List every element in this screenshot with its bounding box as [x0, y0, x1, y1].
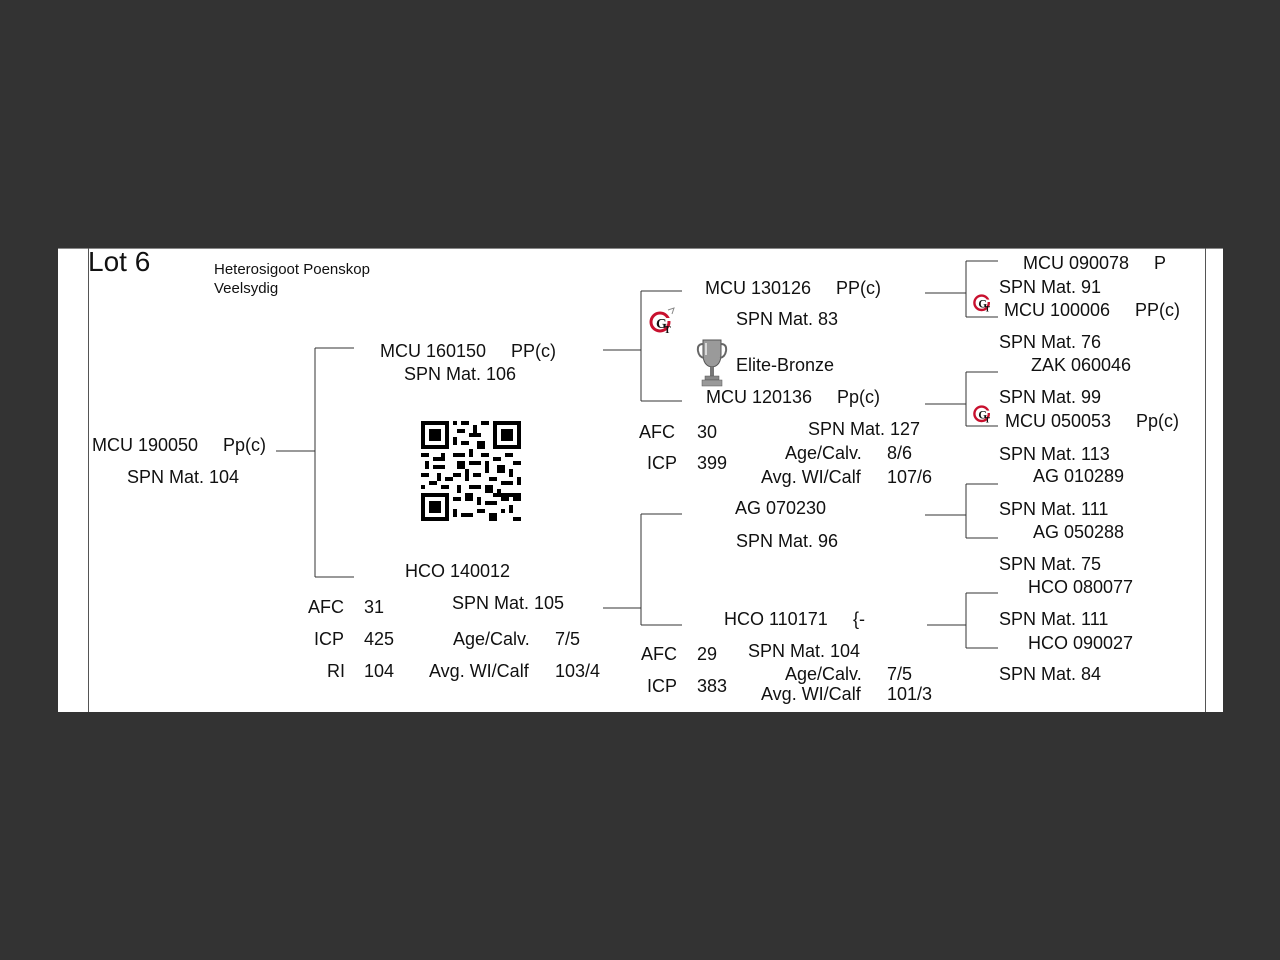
- animal-spn: SPN Mat. 104: [127, 467, 240, 487]
- gt-logo-icon: G T: [973, 405, 992, 425]
- sd-icp-value: 399: [697, 453, 728, 473]
- sd-afc-label: AFC: [639, 422, 675, 442]
- lot-number: Lot 6: [88, 248, 151, 277]
- dam-wi-label: Avg. WI/Calf: [429, 661, 529, 681]
- dam-afc-value: 31: [364, 597, 385, 617]
- svg-text:G: G: [978, 299, 987, 311]
- ss-spn: SPN Mat. 83: [736, 309, 839, 329]
- svg-text:T: T: [985, 305, 991, 314]
- great-7-spn: SPN Mat. 84: [999, 664, 1102, 684]
- great-0-id: MCU 090078: [1023, 253, 1130, 273]
- great-1-id: MCU 100006: [1004, 300, 1111, 320]
- great-1-spn: SPN Mat. 76: [999, 332, 1102, 352]
- dam-icp-value: 425: [364, 629, 395, 649]
- sd-age-label: Age/Calv.: [785, 443, 862, 463]
- dd-code: {-: [853, 609, 866, 629]
- dd-wi-label: Avg. WI/Calf: [761, 684, 861, 704]
- sd-age-value: 8/6: [887, 443, 913, 463]
- great-0-code: P: [1154, 253, 1167, 273]
- great-7-id: HCO 090027: [1028, 633, 1134, 653]
- sd-spn: SPN Mat. 127: [808, 419, 921, 439]
- dd-id: HCO 110171: [724, 609, 828, 629]
- dam-age-value: 7/5: [555, 629, 581, 649]
- qr-code-icon: [421, 421, 521, 521]
- ds-spn: SPN Mat. 96: [736, 531, 839, 551]
- gt-logo-icon: G T: [649, 307, 675, 336]
- great-4-id: AG 010289: [1033, 466, 1125, 486]
- dam-ri-label: RI: [327, 661, 345, 681]
- dd-age-label: Age/Calv.: [785, 664, 862, 684]
- sd-award: Elite-Bronze: [736, 355, 835, 375]
- great-3-code: Pp(c): [1136, 411, 1180, 431]
- great-2-id: ZAK 060046: [1031, 355, 1132, 375]
- svg-text:T: T: [985, 416, 991, 425]
- ss-code: PP(c): [836, 278, 881, 298]
- dam-ri-value: 104: [364, 661, 395, 681]
- dam-age-label: Age/Calv.: [453, 629, 530, 649]
- great-4-spn: SPN Mat. 111: [999, 499, 1109, 519]
- description-line-1: Heterosigoot Poenskop: [214, 261, 370, 278]
- great-6-id: HCO 080077: [1028, 577, 1134, 597]
- dd-age-value: 7/5: [887, 664, 913, 684]
- top-border: [58, 248, 1223, 249]
- dd-spn: SPN Mat. 104: [748, 641, 861, 661]
- sire-code: PP(c): [511, 341, 556, 361]
- great-5-id: AG 050288: [1033, 522, 1125, 542]
- description-line-2: Veelsydig: [214, 280, 279, 297]
- dd-icp-label: ICP: [647, 676, 678, 696]
- dd-icp-value: 383: [697, 676, 728, 696]
- gt-logo-icon: G T: [973, 294, 992, 314]
- pedigree-connectors: [276, 260, 998, 649]
- sd-afc-value: 30: [697, 422, 718, 442]
- animal-code: Pp(c): [223, 435, 267, 455]
- dd-wi-value: 101/3: [887, 684, 933, 704]
- dam-spn: SPN Mat. 105: [452, 593, 565, 613]
- dd-afc-label: AFC: [641, 644, 677, 664]
- pedigree-card: Lot 6 Heterosigoot Poenskop Veelsydig MC…: [58, 248, 1223, 712]
- trophy-icon: [696, 339, 728, 387]
- sire-spn: SPN Mat. 106: [404, 364, 517, 384]
- svg-text:G: G: [656, 317, 667, 332]
- svg-text:G: G: [978, 410, 987, 422]
- ds-id: AG 070230: [735, 498, 827, 518]
- left-border: [88, 248, 89, 712]
- ss-id: MCU 130126: [705, 278, 812, 298]
- dam-wi-value: 103/4: [555, 661, 601, 681]
- great-0-spn: SPN Mat. 91: [999, 277, 1102, 297]
- sd-code: Pp(c): [837, 387, 881, 407]
- sd-wi-label: Avg. WI/Calf: [761, 467, 861, 487]
- great-3-id: MCU 050053: [1005, 411, 1112, 431]
- right-border: [1205, 248, 1206, 712]
- sd-wi-value: 107/6: [887, 467, 933, 487]
- sire-id: MCU 160150: [380, 341, 487, 361]
- great-1-code: PP(c): [1135, 300, 1180, 320]
- great-2-spn: SPN Mat. 99: [999, 387, 1102, 407]
- great-3-spn: SPN Mat. 113: [999, 444, 1110, 464]
- svg-text:T: T: [664, 325, 671, 336]
- sd-id: MCU 120136: [706, 387, 813, 407]
- dam-afc-label: AFC: [308, 597, 344, 617]
- dam-id: HCO 140012: [405, 561, 511, 581]
- great-5-spn: SPN Mat. 75: [999, 554, 1102, 574]
- dam-icp-label: ICP: [314, 629, 345, 649]
- dd-afc-value: 29: [697, 644, 718, 664]
- great-6-spn: SPN Mat. 111: [999, 609, 1109, 629]
- sd-icp-label: ICP: [647, 453, 678, 473]
- animal-id: MCU 190050: [92, 435, 199, 455]
